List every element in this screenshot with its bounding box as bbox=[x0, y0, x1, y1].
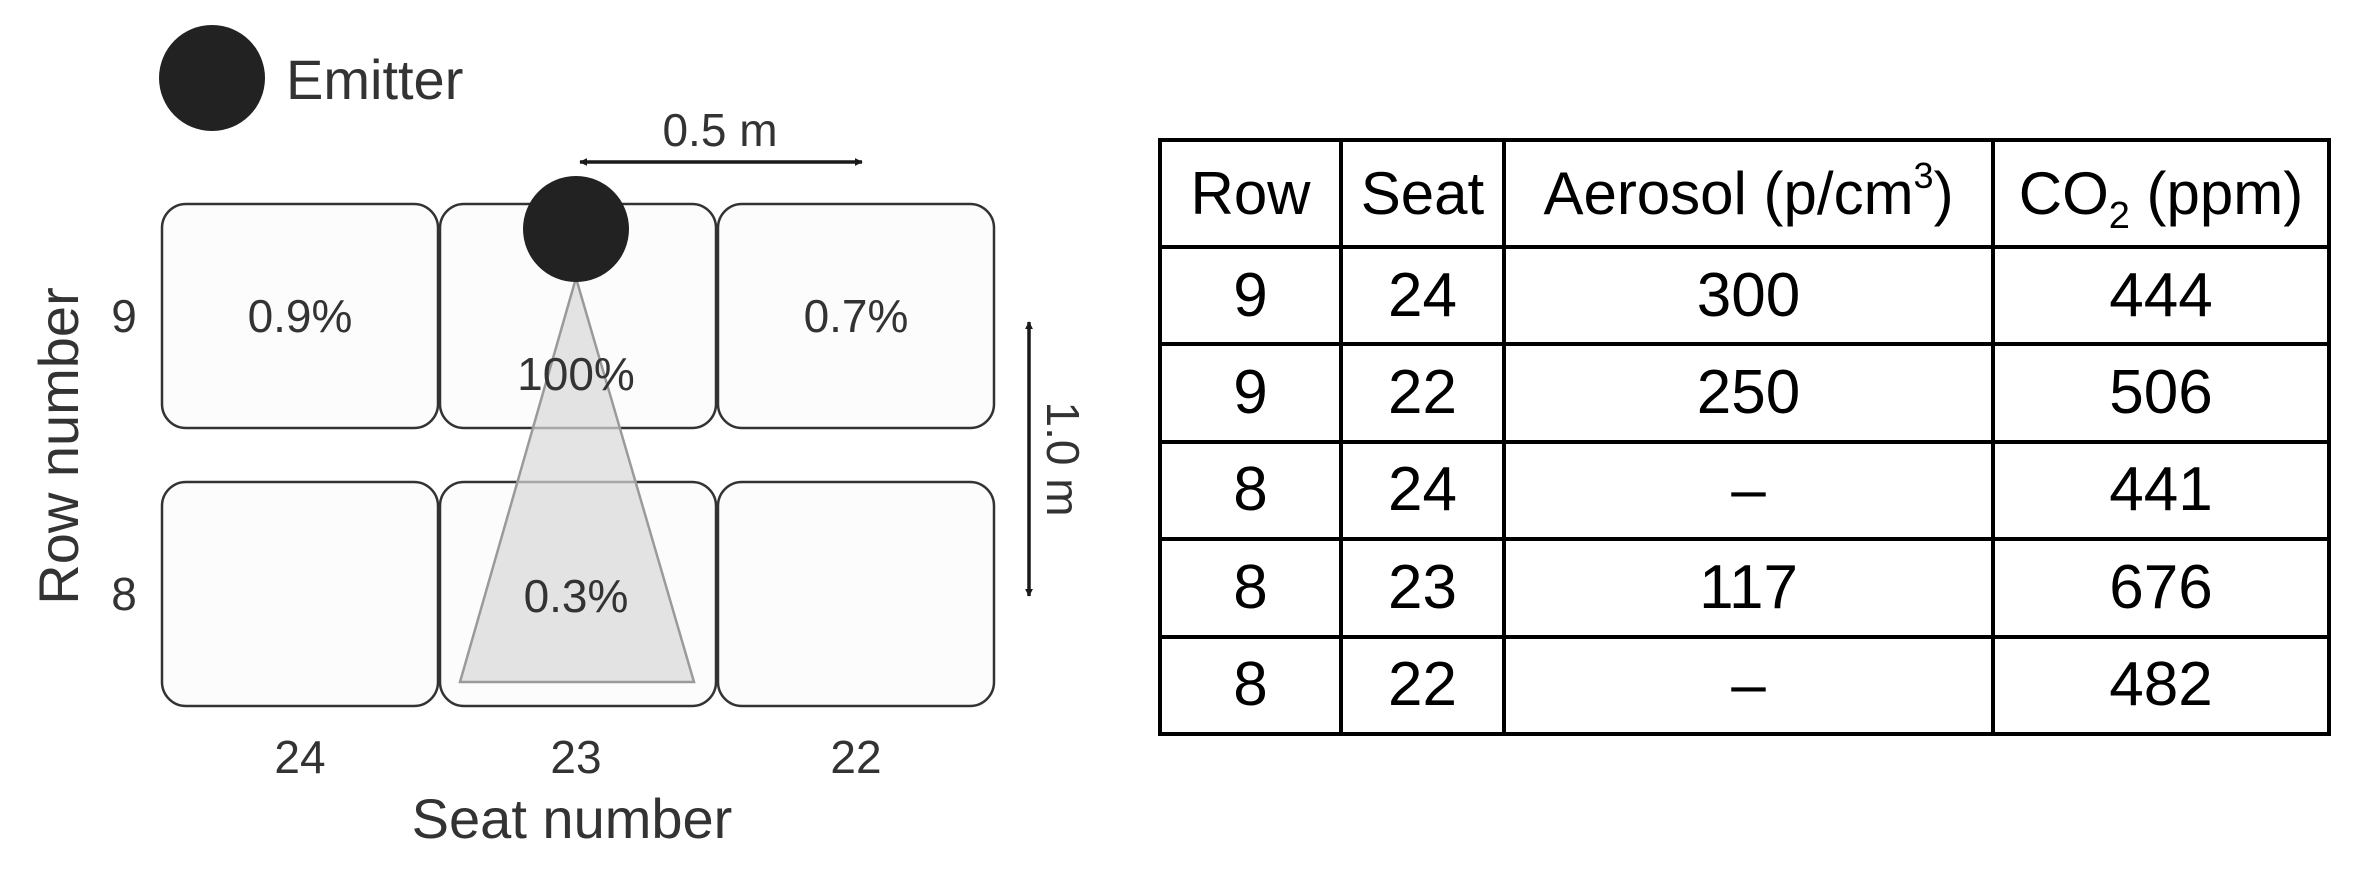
table-row: 9 24 300 444 bbox=[1158, 244, 2331, 347]
cell-co2: 444 bbox=[1991, 244, 2331, 347]
seat-r8-s22 bbox=[716, 480, 996, 708]
vertical-dimension-label: 1.0 m bbox=[1037, 401, 1089, 516]
table-row: 9 22 250 506 bbox=[1158, 342, 2331, 444]
row-tick-9: 9 bbox=[111, 290, 137, 342]
cell-co2: 441 bbox=[1991, 439, 2331, 542]
seat-r8-s24 bbox=[160, 480, 440, 708]
cell-aerosol: – bbox=[1502, 634, 1995, 737]
table-header-row: Row Seat Aerosol (p/cm3) CO2 (ppm) bbox=[1158, 138, 2331, 249]
row-axis-label: Row number bbox=[27, 287, 90, 604]
emitter-source-icon bbox=[523, 176, 629, 282]
header-aerosol-close: ) bbox=[1933, 159, 1954, 227]
seat-r9-s22-value: 0.7% bbox=[804, 290, 909, 342]
cell-seat: 22 bbox=[1339, 634, 1506, 737]
cell-aerosol: – bbox=[1502, 439, 1995, 542]
cell-co2: 482 bbox=[1991, 634, 2331, 737]
seat-r8-s23-value: 0.3% bbox=[524, 570, 629, 622]
table-row: 8 24 – 441 bbox=[1158, 439, 2331, 542]
table-row: 8 22 – 482 bbox=[1158, 634, 2331, 737]
cell-row: 8 bbox=[1158, 537, 1343, 639]
header-seat: Seat bbox=[1339, 138, 1506, 249]
seat-tick-23: 23 bbox=[550, 731, 601, 783]
cell-seat: 22 bbox=[1339, 342, 1506, 444]
seat-tick-22: 22 bbox=[830, 731, 881, 783]
header-co2-text: CO bbox=[2018, 159, 2109, 227]
cell-row: 9 bbox=[1158, 244, 1343, 347]
cell-co2: 506 bbox=[1991, 342, 2331, 444]
cell-row: 8 bbox=[1158, 439, 1343, 542]
measurement-table: Row Seat Aerosol (p/cm3) CO2 (ppm) 9 24 … bbox=[1158, 138, 2331, 737]
row-tick-8: 8 bbox=[111, 568, 137, 620]
header-co2-sub: 2 bbox=[2108, 194, 2130, 237]
emitter-legend-label: Emitter bbox=[286, 48, 463, 111]
header-row: Row bbox=[1158, 138, 1343, 249]
cell-aerosol: 117 bbox=[1502, 537, 1995, 639]
seat-r9-s24-value: 0.9% bbox=[248, 290, 353, 342]
header-co2: CO2 (ppm) bbox=[1991, 138, 2331, 249]
header-aerosol: Aerosol (p/cm3) bbox=[1502, 138, 1995, 249]
seat-axis-label: Seat number bbox=[412, 787, 733, 850]
cell-seat: 23 bbox=[1339, 537, 1506, 639]
cell-row: 8 bbox=[1158, 634, 1343, 737]
cell-seat: 24 bbox=[1339, 244, 1506, 347]
cell-row: 9 bbox=[1158, 342, 1343, 444]
seat-diagram: Emitter 0.5 m 0.9% 100% 0.7% 0.3% 1.0 m … bbox=[27, 25, 1089, 850]
table-row: 8 23 117 676 bbox=[1158, 537, 2331, 639]
header-aerosol-sup: 3 bbox=[1913, 154, 1934, 196]
emitter-legend-icon bbox=[159, 25, 265, 131]
header-co2-unit: (ppm) bbox=[2129, 159, 2304, 227]
seat-r9-s23-value: 100% bbox=[517, 348, 635, 400]
horizontal-dimension-label: 0.5 m bbox=[662, 104, 777, 156]
cell-aerosol: 250 bbox=[1502, 342, 1995, 444]
cell-co2: 676 bbox=[1991, 537, 2331, 639]
cell-seat: 24 bbox=[1339, 439, 1506, 542]
cell-aerosol: 300 bbox=[1502, 244, 1995, 347]
seat-tick-24: 24 bbox=[274, 731, 325, 783]
header-aerosol-text: Aerosol (p/cm bbox=[1543, 159, 1914, 227]
seat-r9-s24 bbox=[160, 202, 440, 430]
seat-r9-s22 bbox=[716, 202, 996, 430]
aerosol-plume-cone bbox=[458, 273, 696, 684]
